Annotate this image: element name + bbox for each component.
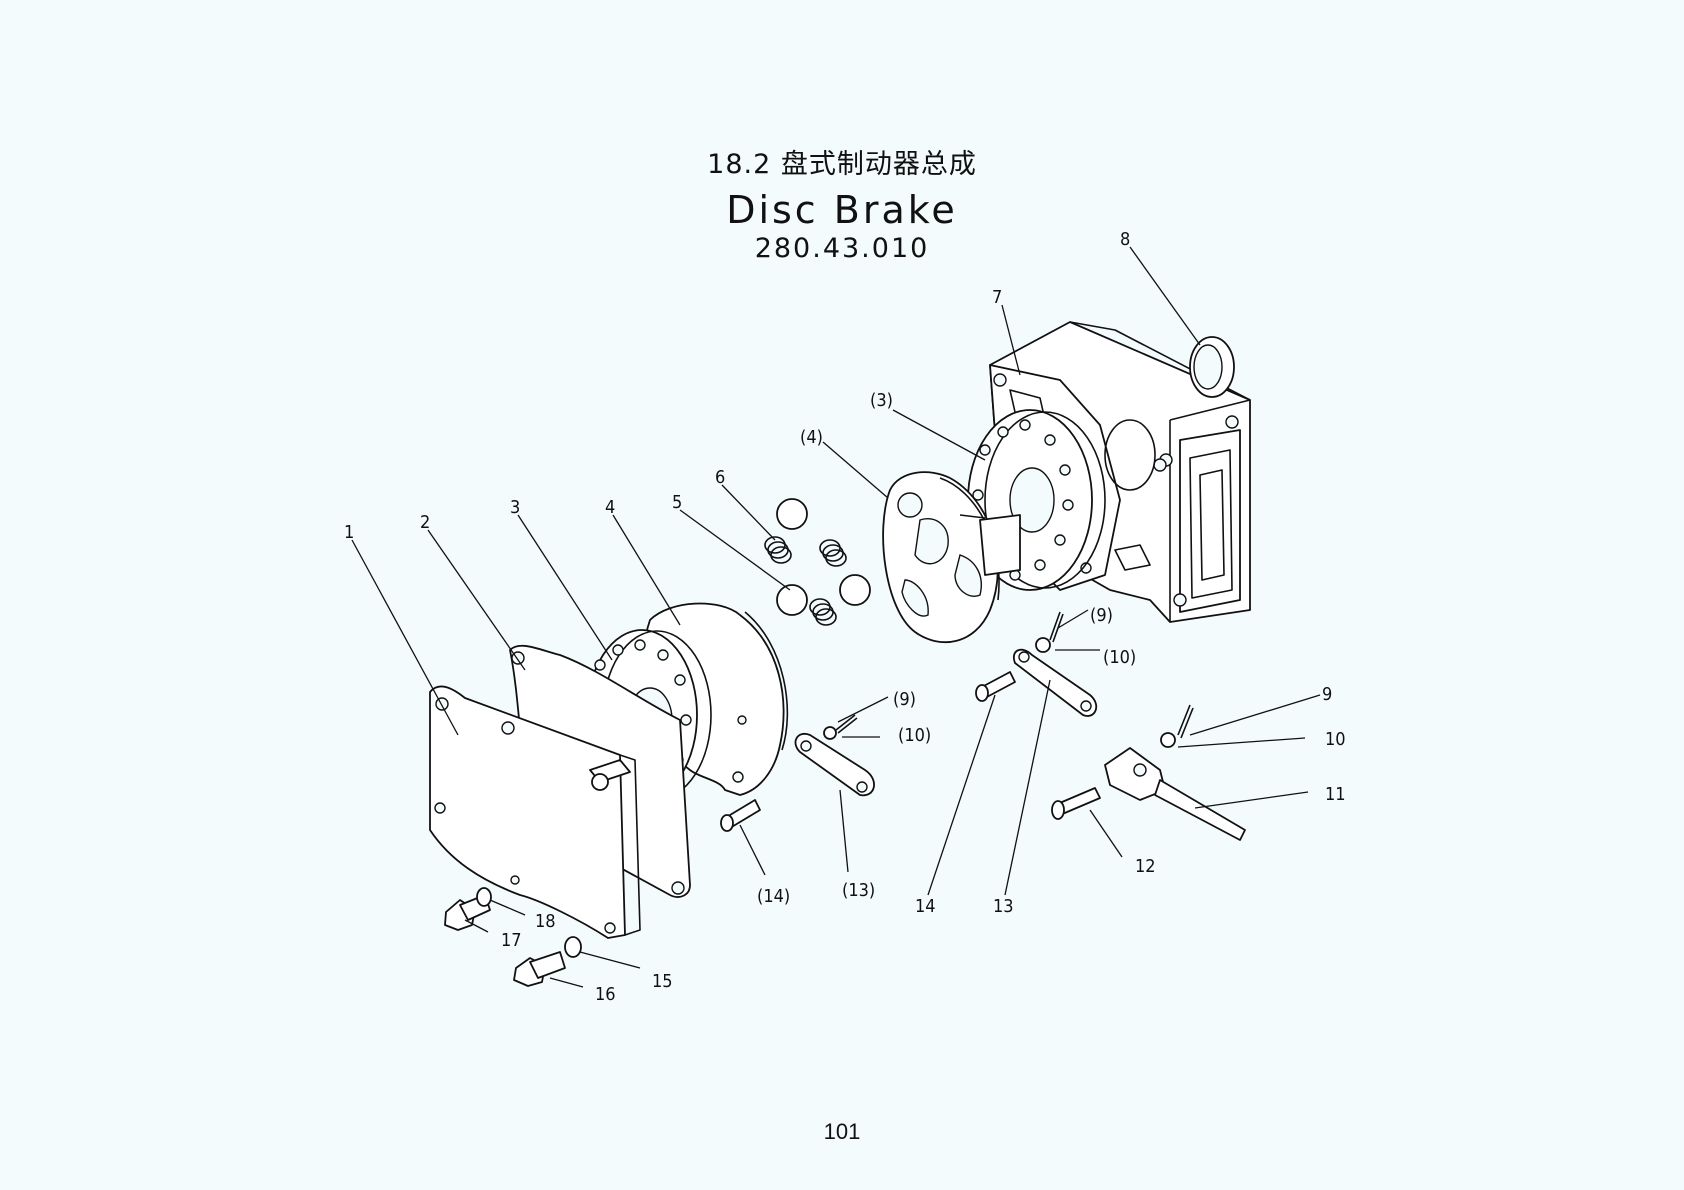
callout-9-paren-middle: (9): [1090, 605, 1113, 626]
callout-3: 3: [510, 497, 520, 518]
balls-and-springs: [764, 498, 871, 626]
callout-10-paren-left: (10): [898, 725, 931, 746]
callout-17: 17: [501, 930, 522, 951]
title-chinese: 18.2 盘式制动器总成: [707, 149, 977, 180]
callout-6: 6: [715, 467, 725, 488]
page-number: 101: [823, 1119, 861, 1144]
callout-14: 14: [915, 896, 936, 917]
callout-2: 2: [420, 512, 430, 533]
callout-14-paren: (14): [757, 886, 790, 907]
brake-shaft: [1051, 704, 1246, 841]
callout-8: 8: [1120, 229, 1130, 250]
bolts-and-washers: [444, 887, 582, 987]
callout-labels: 1 2 3 4 5 6 7 8 (3) (4) (9) (10) 9 10 11…: [344, 229, 1346, 1005]
callout-4-paren: (4): [800, 427, 823, 448]
pressure-plate-inner: [882, 471, 1021, 644]
callout-4: 4: [605, 497, 615, 518]
callout-3-paren: (3): [870, 390, 893, 411]
callout-12: 12: [1135, 856, 1156, 877]
callout-13: 13: [993, 896, 1014, 917]
housing-ring: [1189, 336, 1235, 398]
part-number: 280.43.010: [754, 233, 930, 264]
leader-lines: [351, 246, 1321, 988]
callout-18: 18: [535, 911, 556, 932]
callout-10-paren-middle: (10): [1103, 647, 1136, 668]
callout-10: 10: [1325, 729, 1346, 750]
callout-11: 11: [1325, 784, 1346, 805]
end-cover: [429, 685, 641, 939]
callout-7: 7: [992, 287, 1002, 308]
callout-1: 1: [344, 522, 354, 543]
middle-lever-assembly: [975, 611, 1098, 717]
callout-9-paren-left: (9): [893, 689, 916, 710]
title-english: Disc Brake: [726, 188, 958, 232]
left-lever-assembly: [720, 714, 875, 832]
callout-5: 5: [672, 492, 682, 513]
callout-16: 16: [595, 984, 616, 1005]
callout-15: 15: [652, 971, 673, 992]
callout-13-paren: (13): [842, 880, 875, 901]
callout-9: 9: [1322, 684, 1332, 705]
